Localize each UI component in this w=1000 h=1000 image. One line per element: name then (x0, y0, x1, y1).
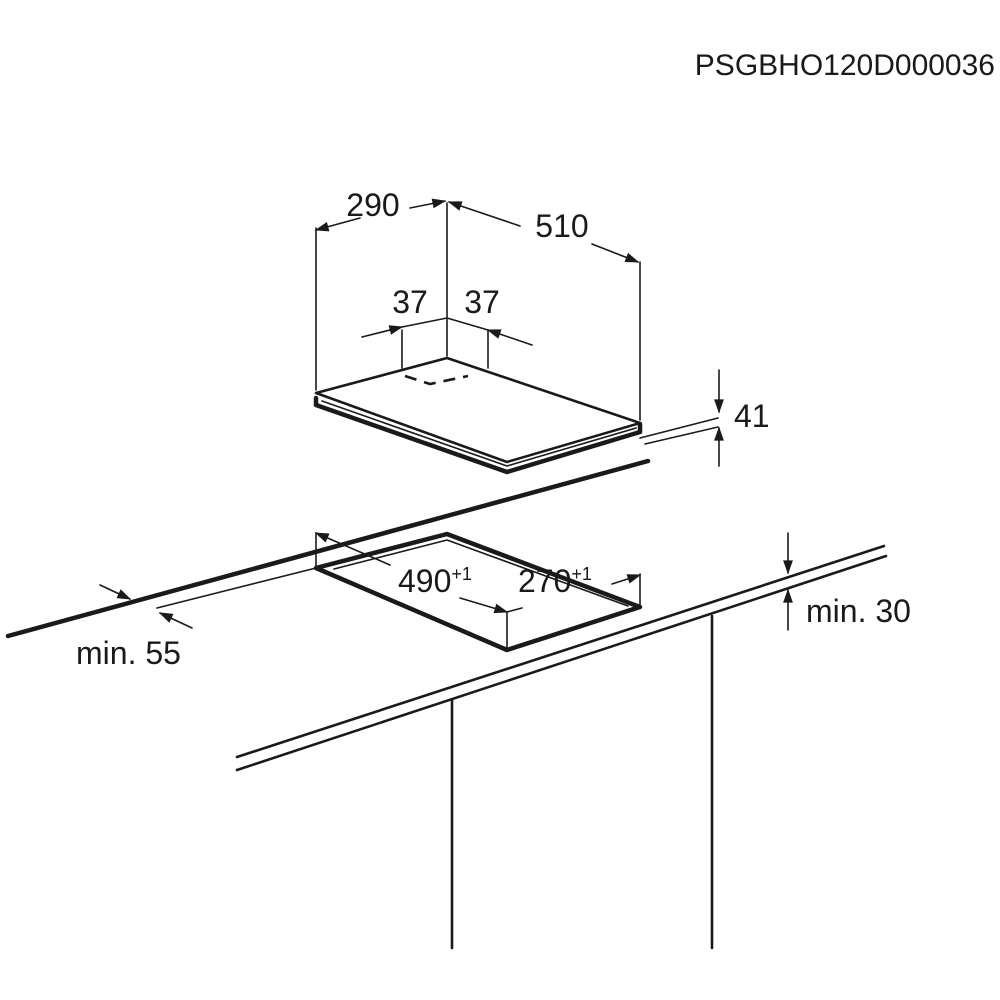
dim-min55-arrow-b (158, 612, 193, 629)
cutout-inner (333, 539, 629, 607)
dim-37-left-arrow-a (361, 325, 404, 338)
dim-37-right-line (446, 317, 489, 331)
dim-510-arrow-left (447, 201, 521, 227)
dim-490-label: 490+1 (398, 563, 472, 599)
dim-490-arrow-front (459, 597, 509, 614)
ext-41-bottom (639, 417, 719, 439)
worktop-back-edge (235, 544, 886, 759)
document-code: PSGBHO120D000036 (695, 49, 995, 82)
dim-510-label: 510 (535, 208, 588, 244)
dim-290-label: 290 (346, 187, 399, 223)
dim-min55-label: min. 55 (76, 635, 181, 671)
dim-min55-arrow-a (99, 584, 132, 600)
dim-41-label: 41 (734, 398, 770, 434)
dim-37-left-label: 37 (392, 284, 428, 320)
worktop-back-edge-2 (235, 554, 888, 772)
dim-37-right-arrow-b (486, 329, 533, 346)
hob-base-edge (313, 395, 643, 475)
ext-min55 (156, 567, 317, 609)
dim-490-arrow-back (314, 532, 391, 566)
dim-min30-label: min. 30 (806, 593, 911, 629)
dim-270-line-a (506, 607, 523, 613)
dim-37-right-label: 37 (464, 284, 500, 320)
hob-drawing: 290 510 37 37 41 (313, 187, 770, 475)
worktop-drawing: 490+1 270+1 min. 55 min. 30 (5, 458, 911, 950)
worktop-front-edge (5, 458, 651, 639)
dim-510-arrow-right (591, 243, 640, 263)
dim-37-left-line (401, 317, 448, 328)
dim-270-arrow-right (611, 574, 642, 585)
hob-base-inner (321, 400, 637, 467)
dim-290-arrow-left (314, 217, 361, 232)
dim-270-label: 270+1 (518, 563, 592, 599)
ext-41-bottom-b (644, 426, 719, 445)
dim-290-arrow-right (409, 198, 447, 209)
hob-hidden-box (404, 374, 469, 386)
